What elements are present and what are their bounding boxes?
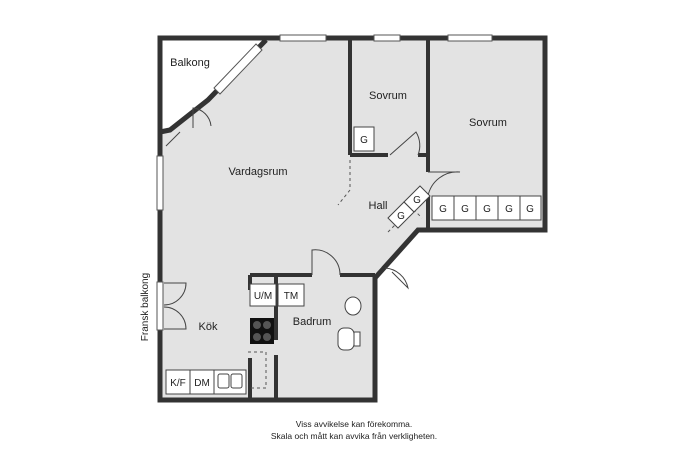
disclaimer: Viss avvikelse kan förekomma. Skala och … [0,418,690,442]
storage-label: G [505,204,513,215]
hall-diagonal-boxes [387,185,431,229]
disclaimer-line-2: Skala och mått kan avvika från verklighe… [270,431,438,441]
floor-area [162,40,545,400]
toilet-icon [337,327,355,351]
room-label-vardagsrum: Vardagsrum [228,166,287,178]
room-label-hall: Hall [369,200,388,212]
room-label-balkong: Balkong [170,57,210,69]
room-label-kok: Kök [199,321,218,333]
storage-label: G [526,204,534,215]
room-label-sovrum-small: Sovrum [369,90,407,102]
dryer-label: TM [284,291,298,302]
storage-label: G [439,204,447,215]
dashed-lines [248,160,423,389]
washer-dryer-label: U/M [254,291,272,302]
balcony-area [162,40,262,132]
dishwasher-label: DM [194,378,210,389]
room-label-badrum: Badrum [293,316,332,328]
room-label-sovrum-large: Sovrum [469,117,507,129]
storage-label: G [483,204,491,215]
sink-icon [217,373,243,389]
disclaimer-line-1: Viss avvikelse kan förekomma. [295,419,413,429]
storage-label: G [360,135,368,146]
fridge-freezer-label: K/F [170,378,186,389]
storage-label: G [461,204,469,215]
bathroom-fixtures [337,296,362,351]
french-balcony-label: Fransk balkong [140,273,151,341]
stove-icon [250,318,274,344]
windows [156,34,493,331]
storage-label: G [413,195,421,206]
storage-label: G [397,211,405,222]
washbasin-icon [344,296,362,316]
storage-boxes [353,126,542,221]
doors [163,107,461,330]
